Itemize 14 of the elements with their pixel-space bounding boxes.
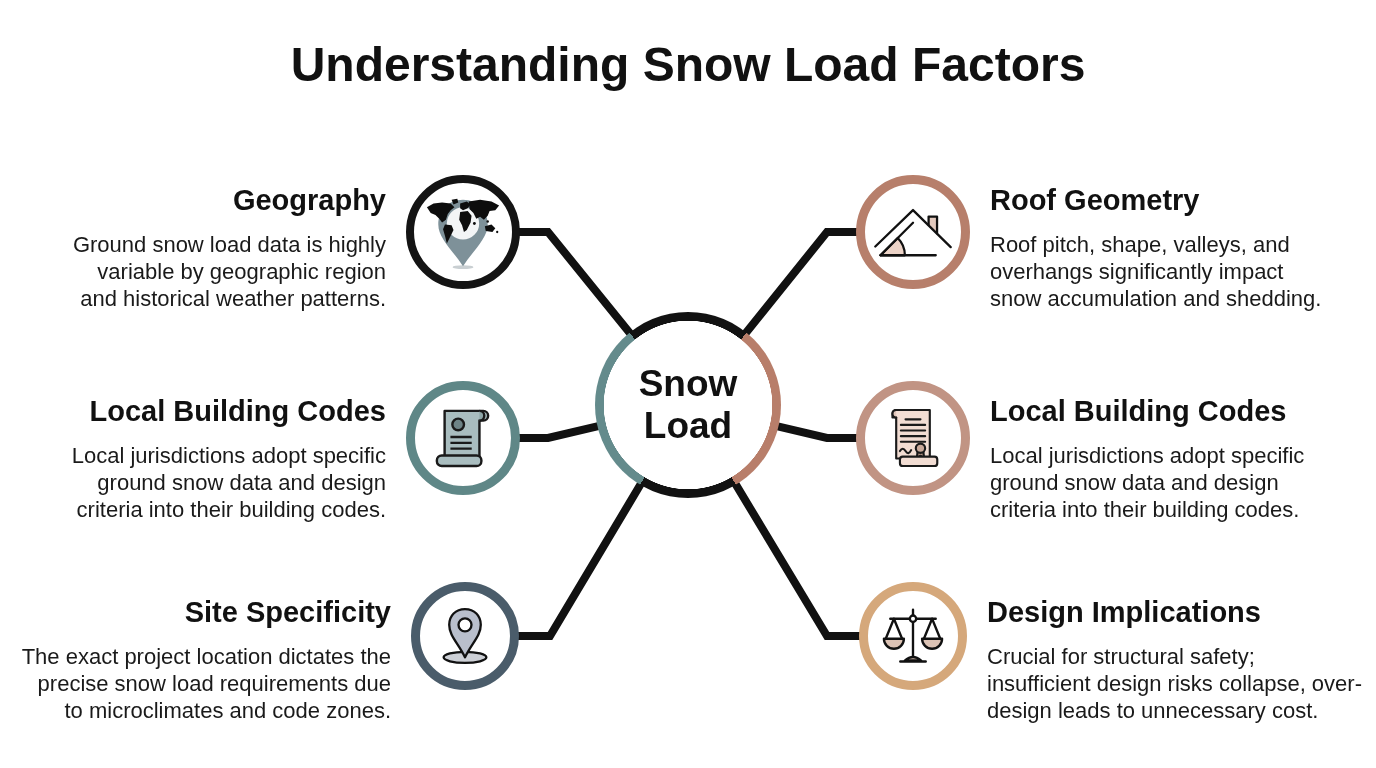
factor-heading: Local Building Codes — [89, 394, 386, 428]
factor-description: Local jurisdictions adopt specific ground snow data and design criteria into their building codes. — [70, 442, 386, 523]
title: Understanding Snow Load Factors — [290, 37, 1086, 93]
factor-heading: Design Implications — [987, 595, 1261, 629]
factor-heading: Local Building Codes — [990, 394, 1287, 428]
factor-description: The exact project location dictates the precise snow load requirements due to microclimates and code zones. — [20, 643, 391, 724]
factor-description: Roof pitch, shape, valleys, and overhangs significantly impact snow accumulation and shedding. — [990, 231, 1323, 312]
hub-label: Snow Load — [637, 363, 739, 447]
factor-heading: Geography — [232, 183, 386, 217]
factor-description: Local jurisdictions adopt specific ground snow data and design criteria into their building codes. — [990, 442, 1306, 523]
factor-description: Crucial for structural safety; insufficient design risks collapse, over-design leads to unnecessary cost. — [987, 643, 1363, 724]
factor-description: Ground snow load data is highly variable by geographic region and historical weather patterns. — [71, 231, 386, 312]
factor-heading: Roof Geometry — [990, 183, 1200, 217]
factor-heading: Site Specificity — [184, 595, 391, 629]
